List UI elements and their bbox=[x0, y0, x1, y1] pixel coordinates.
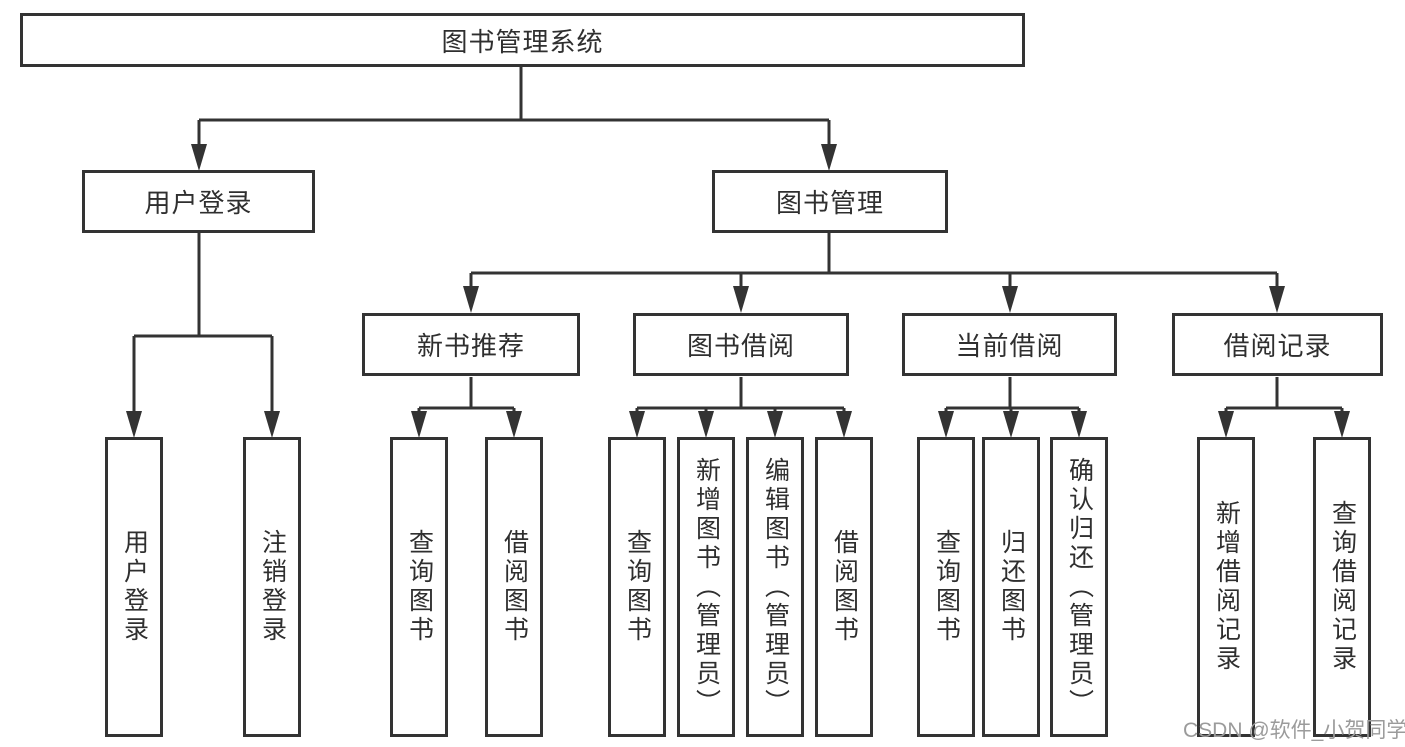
node-label: 当前借阅 bbox=[955, 331, 1064, 361]
leaf-borrow-edit-books-admin: 编辑图书（管理员） bbox=[746, 437, 804, 737]
node-label: 图书借阅 bbox=[686, 331, 795, 361]
leaf-borrow-borrow-books: 借阅图书 bbox=[815, 437, 873, 737]
leaf-label: 借阅图书 bbox=[500, 529, 529, 645]
node-label: 图书管理 bbox=[775, 188, 884, 218]
leaf-label: 查询图书 bbox=[932, 529, 961, 645]
node-book-management: 图书管理 bbox=[712, 170, 948, 233]
node-label: 借阅记录 bbox=[1223, 331, 1332, 361]
node-label: 新书推荐 bbox=[416, 331, 525, 361]
node-book-borrow: 图书借阅 bbox=[633, 313, 849, 376]
leaf-records-query-record: 查询借阅记录 bbox=[1313, 437, 1371, 737]
node-new-book-recommend: 新书推荐 bbox=[362, 313, 580, 376]
leaf-logout: 注销登录 bbox=[243, 437, 301, 737]
leaf-label: 确认归还（管理员） bbox=[1065, 456, 1094, 718]
leaf-current-return-books: 归还图书 bbox=[982, 437, 1040, 737]
leaf-label: 编辑图书（管理员） bbox=[761, 456, 790, 718]
leaf-recommend-query-books: 查询图书 bbox=[390, 437, 448, 737]
leaf-records-add-record: 新增借阅记录 bbox=[1197, 437, 1255, 737]
leaf-current-confirm-return-admin: 确认归还（管理员） bbox=[1050, 437, 1108, 737]
leaf-borrow-query-books: 查询图书 bbox=[608, 437, 666, 737]
leaf-label: 新增图书（管理员） bbox=[692, 456, 721, 718]
node-library-management-system: 图书管理系统 bbox=[20, 13, 1025, 67]
node-borrow-records: 借阅记录 bbox=[1172, 313, 1383, 376]
watermark-text: CSDN @软件_小贺同学 bbox=[1183, 719, 1405, 742]
leaf-label: 查询图书 bbox=[405, 529, 434, 645]
node-user-login: 用户登录 bbox=[82, 170, 315, 233]
leaf-label: 注销登录 bbox=[258, 529, 287, 645]
leaf-label: 归还图书 bbox=[997, 529, 1026, 645]
leaf-user-login: 用户登录 bbox=[105, 437, 163, 737]
leaf-label: 查询图书 bbox=[623, 529, 652, 645]
leaf-borrow-add-books-admin: 新增图书（管理员） bbox=[677, 437, 735, 737]
node-label: 图书管理系统 bbox=[441, 26, 604, 57]
leaf-current-query-books: 查询图书 bbox=[917, 437, 975, 737]
leaf-label: 查询借阅记录 bbox=[1328, 500, 1357, 674]
leaf-recommend-borrow-books: 借阅图书 bbox=[485, 437, 543, 737]
leaf-label: 用户登录 bbox=[120, 529, 149, 645]
node-current-borrow: 当前借阅 bbox=[902, 313, 1117, 376]
node-label: 用户登录 bbox=[144, 188, 253, 218]
leaf-label: 借阅图书 bbox=[830, 529, 859, 645]
leaf-label: 新增借阅记录 bbox=[1212, 500, 1241, 674]
